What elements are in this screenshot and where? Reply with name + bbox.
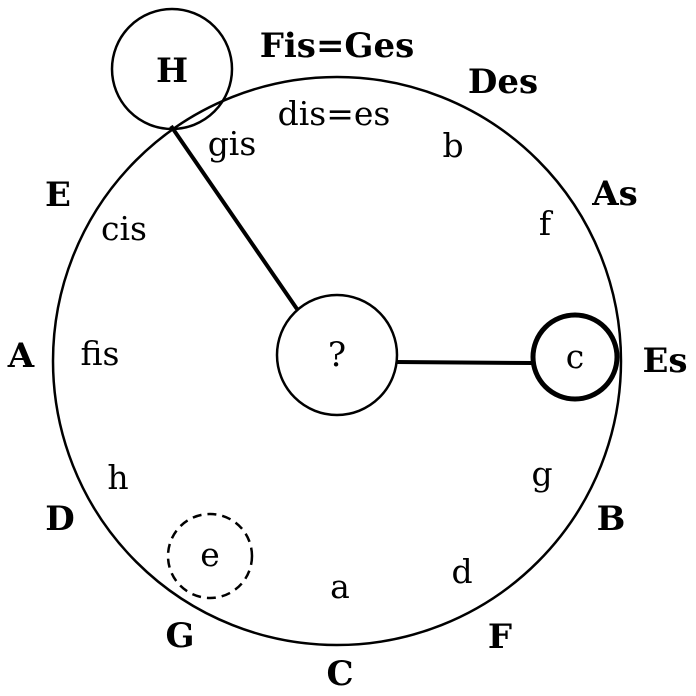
- major-highlight-circle: [110, 7, 234, 131]
- major-key-b: B: [597, 499, 626, 539]
- minor-key-dis-es: dis=es: [278, 94, 391, 133]
- minor-key-c: c: [566, 337, 584, 376]
- minor-dashed-circle: [166, 512, 254, 600]
- minor-key-gis: gis: [208, 124, 257, 163]
- line-to-major-circle: [169, 124, 299, 311]
- major-key-des: Des: [468, 62, 538, 102]
- major-key-c: C: [326, 654, 353, 694]
- major-key-es: Es: [642, 341, 687, 381]
- major-key-as: As: [591, 174, 638, 214]
- major-key-h: H: [156, 51, 188, 91]
- major-key-fis-ges: Fis=Ges: [260, 26, 415, 66]
- minor-key-e: e: [200, 535, 220, 574]
- minor-key-cis: cis: [101, 209, 147, 248]
- minor-key-a: a: [330, 567, 350, 606]
- line-to-minor-circle: [395, 360, 533, 365]
- minor-key-b: b: [442, 126, 463, 165]
- minor-key-fis: fis: [81, 334, 120, 373]
- minor-key-g: g: [531, 454, 552, 493]
- major-key-d: D: [45, 499, 74, 539]
- center-label: ?: [328, 335, 346, 375]
- minor-highlight-circle: [530, 312, 620, 402]
- main-circle: [51, 75, 623, 647]
- major-key-f: F: [488, 617, 512, 657]
- minor-key-f: f: [539, 204, 554, 243]
- major-key-a: A: [7, 336, 35, 376]
- minor-key-h: h: [107, 458, 128, 497]
- major-key-e: E: [45, 175, 71, 215]
- center-circle: [275, 293, 399, 417]
- minor-key-d: d: [451, 552, 472, 591]
- major-key-g: G: [165, 616, 194, 656]
